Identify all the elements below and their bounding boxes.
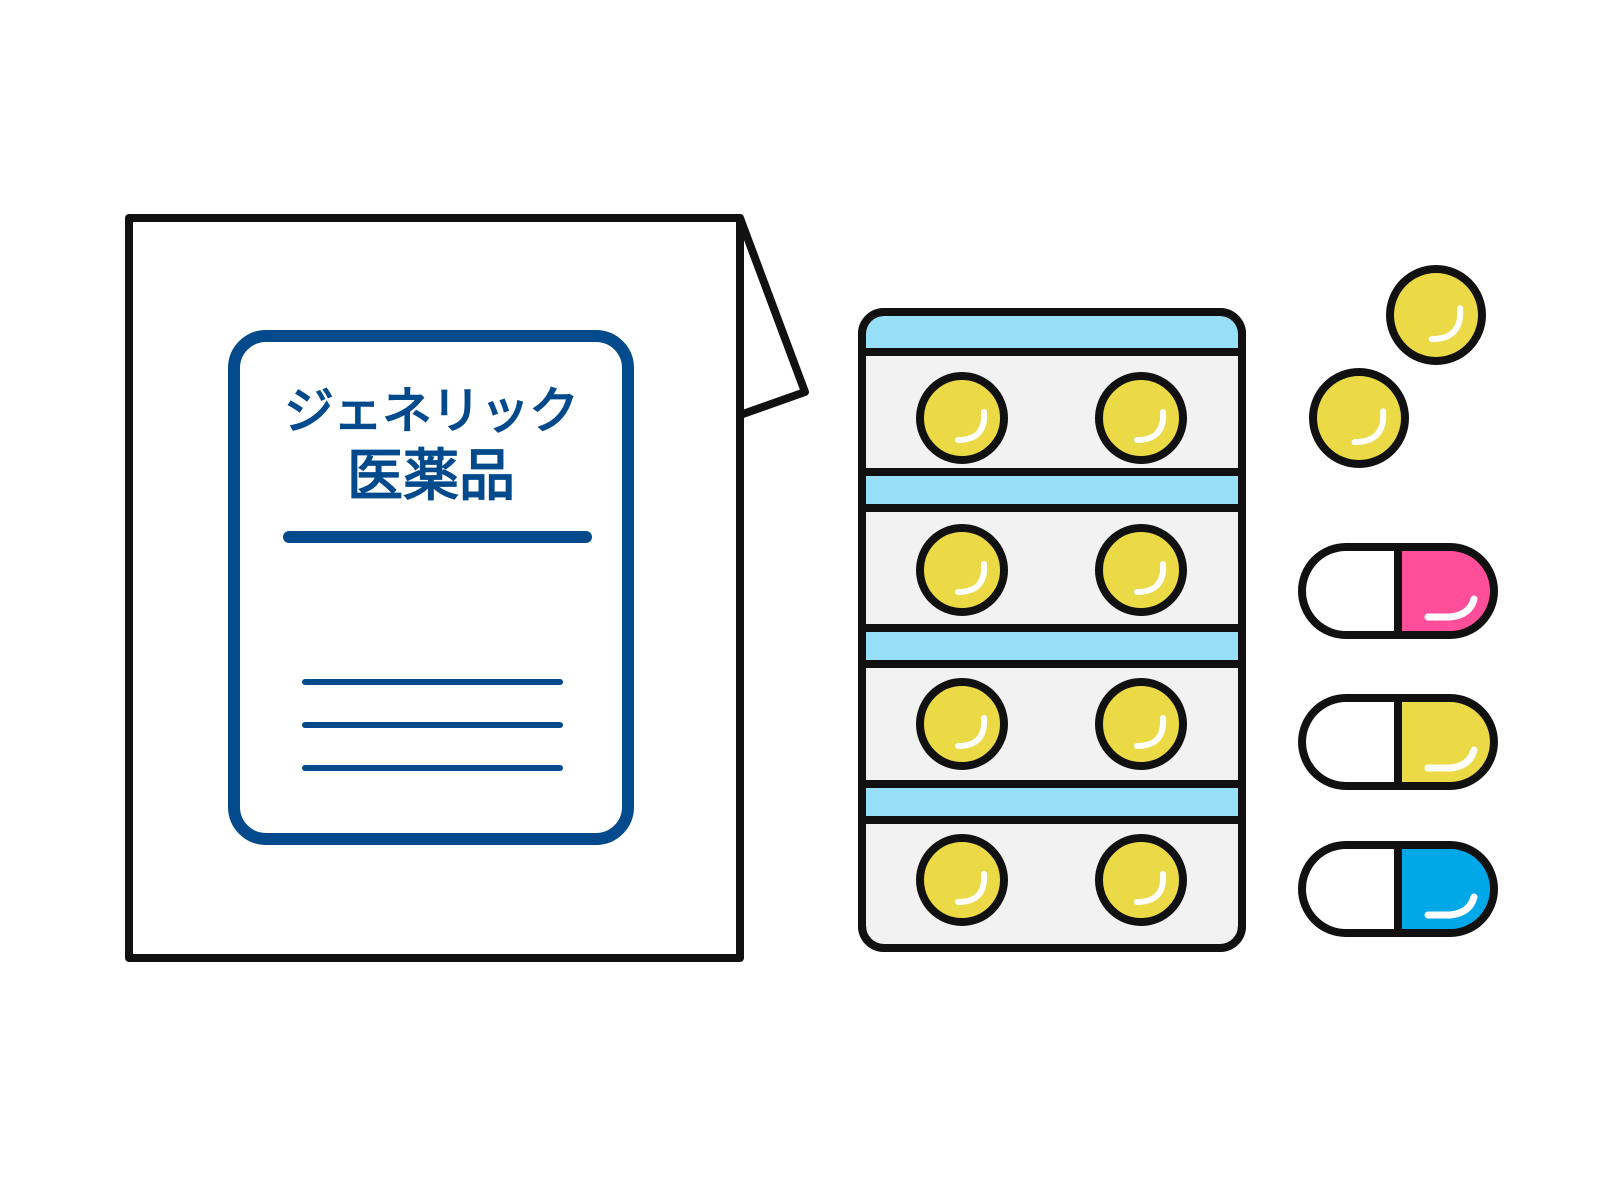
capsule-outline <box>1298 841 1498 937</box>
blister-tablet <box>916 524 1008 616</box>
capsule-white-half <box>1302 698 1398 786</box>
blister-band-3 <box>866 628 1238 662</box>
blister-tablet <box>916 834 1008 926</box>
label-frame <box>228 330 634 845</box>
box-flap <box>736 214 809 419</box>
tablet-highlight <box>1134 871 1167 905</box>
label-title: ジェネリック 医薬品 <box>234 380 628 512</box>
label-title-line-1: ジェネリック <box>284 382 579 440</box>
loose-tablet <box>1309 368 1409 468</box>
capsule <box>1298 841 1498 937</box>
blister-tablet <box>916 372 1008 464</box>
loose-tablets <box>1309 265 1486 468</box>
capsule-outline <box>1298 694 1498 790</box>
blister-outline <box>858 308 1246 952</box>
capsule-white-half <box>1302 547 1398 635</box>
tablet-highlight <box>955 561 988 595</box>
blister-band-2 <box>866 472 1238 506</box>
loose-tablet <box>1386 265 1486 365</box>
blister-tablet <box>1095 524 1187 616</box>
capsules <box>1298 543 1498 937</box>
tablet-highlight <box>1134 715 1167 749</box>
blister-top-band <box>866 316 1238 350</box>
tablet-highlight <box>1134 561 1167 595</box>
capsule-white-half <box>1302 845 1398 933</box>
blister-tablet <box>1095 678 1187 770</box>
capsule <box>1298 543 1498 639</box>
blister-band-4 <box>866 784 1238 818</box>
capsule-highlight <box>1424 893 1478 919</box>
blister-tablet <box>1095 372 1187 464</box>
capsule-highlight <box>1424 746 1478 772</box>
blister-tablets <box>916 372 1187 926</box>
capsule <box>1298 694 1498 790</box>
tablet-highlight <box>955 409 988 443</box>
label-title-line-2: 医薬品 <box>347 444 515 509</box>
label-card <box>228 330 634 845</box>
blister-tablet <box>1095 834 1187 926</box>
tablet-highlight <box>1428 305 1464 343</box>
capsule-colored-half <box>1398 547 1494 635</box>
capsule-highlight <box>1424 595 1478 621</box>
tablet-highlight <box>1134 409 1167 443</box>
tablet-highlight <box>955 871 988 905</box>
tablet-highlight <box>955 715 988 749</box>
capsule-outline <box>1298 543 1498 639</box>
tablet-highlight <box>1351 408 1387 446</box>
blister-tablet <box>916 678 1008 770</box>
capsule-colored-half <box>1398 845 1494 933</box>
blister-pack <box>858 308 1246 952</box>
capsule-colored-half <box>1398 698 1494 786</box>
